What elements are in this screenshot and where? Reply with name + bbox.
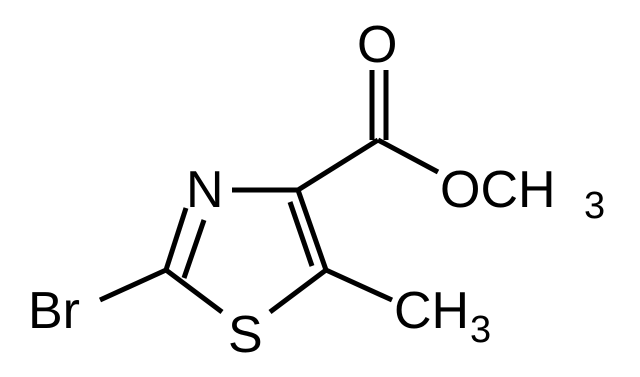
atom-ring-methyl-subscript: 3 xyxy=(470,309,491,351)
bond-c5-c4-inner xyxy=(287,201,315,267)
bond-c5-methyl xyxy=(324,267,394,303)
bonds xyxy=(98,70,440,314)
atom-oxygen-carbonyl: O xyxy=(357,16,397,74)
atom-labels: O OCH 3 N S Br CH 3 xyxy=(28,16,605,364)
bond-c2-br xyxy=(98,267,168,303)
bond-n-c2-outer xyxy=(163,207,189,271)
atom-oxygen-ester: OCH xyxy=(440,161,556,219)
bond-ring-to-carbonyl xyxy=(296,137,380,193)
atom-nitrogen: N xyxy=(186,161,224,219)
bond-carbonyl-ester-oxygen xyxy=(376,137,440,175)
bond-c5-c4-outer xyxy=(295,189,329,271)
bond-n-c2-inner xyxy=(181,219,207,279)
atom-ester-methyl-subscript: 3 xyxy=(584,185,605,227)
atom-sulfur: S xyxy=(228,306,263,364)
atom-ring-methyl: CH xyxy=(394,282,469,340)
atom-bromine: Br xyxy=(28,282,80,340)
bond-s-c5 xyxy=(268,268,328,314)
bond-c2-s xyxy=(164,268,224,314)
